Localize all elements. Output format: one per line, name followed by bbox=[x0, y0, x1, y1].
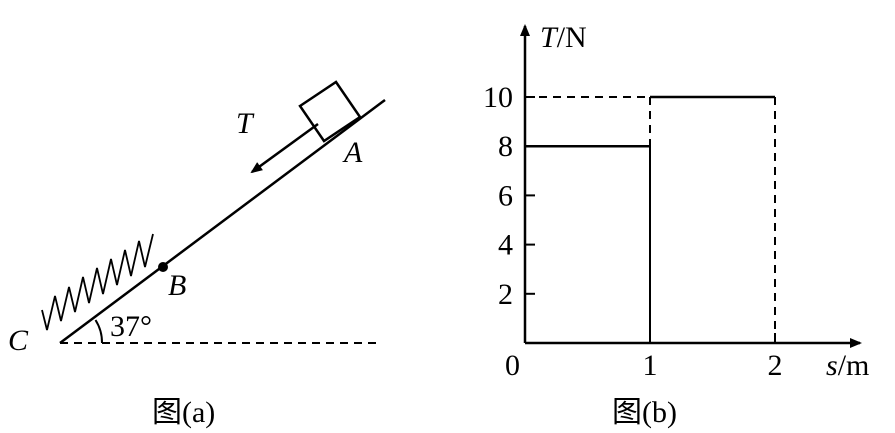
point-c-label: C bbox=[8, 324, 29, 357]
incline-line bbox=[59, 98, 386, 345]
angle-arc bbox=[94, 319, 104, 344]
spring bbox=[41, 233, 154, 331]
caption-b: 图(b) bbox=[612, 396, 677, 429]
guide-lines bbox=[525, 96, 776, 343]
angle-label: 37° bbox=[110, 310, 152, 343]
origin-label: 0 bbox=[505, 349, 520, 382]
caption-a: 图(a) bbox=[152, 396, 215, 429]
x-axis-title: s/m bbox=[826, 349, 869, 382]
data-series bbox=[525, 95, 775, 148]
figure-a: T A B C 37° 图(a) bbox=[8, 80, 386, 429]
y-tick-label-2: 2 bbox=[498, 278, 513, 311]
force-arrow bbox=[250, 122, 319, 174]
x-tick-label-2: 2 bbox=[768, 349, 783, 382]
x-tick-label-1: 1 bbox=[643, 349, 658, 382]
point-a-label: A bbox=[342, 136, 363, 169]
y-tick-label-4: 4 bbox=[498, 229, 513, 262]
force-label: T bbox=[236, 107, 255, 140]
block bbox=[298, 80, 362, 143]
y-tick-label-6: 6 bbox=[498, 179, 513, 212]
y-axis-title: T/N bbox=[540, 21, 587, 54]
point-b-label: B bbox=[168, 269, 186, 302]
y-tick-label-10: 10 bbox=[483, 81, 513, 114]
y-tick-label-8: 8 bbox=[498, 130, 513, 163]
y-ticks: 2 4 6 8 10 bbox=[483, 81, 535, 311]
point-b-dot bbox=[158, 262, 168, 272]
